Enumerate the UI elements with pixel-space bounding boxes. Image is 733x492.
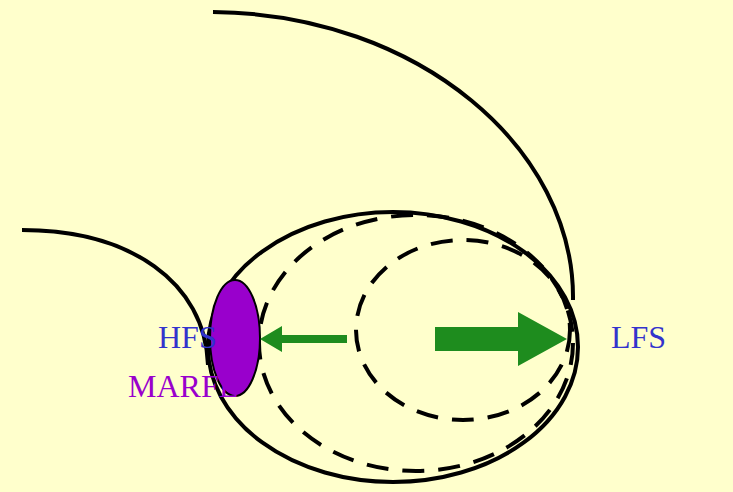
shift-arrow-large <box>435 312 567 366</box>
marfe-label: MARFE <box>128 370 238 402</box>
separatrix-outer <box>213 12 573 300</box>
flux-surface <box>259 215 573 471</box>
shift-arrow-small <box>260 326 347 352</box>
side-label: HFS <box>158 321 217 353</box>
side-label: LFS <box>611 321 666 353</box>
plasma-boundary <box>208 212 578 482</box>
flux-surface <box>356 240 570 420</box>
